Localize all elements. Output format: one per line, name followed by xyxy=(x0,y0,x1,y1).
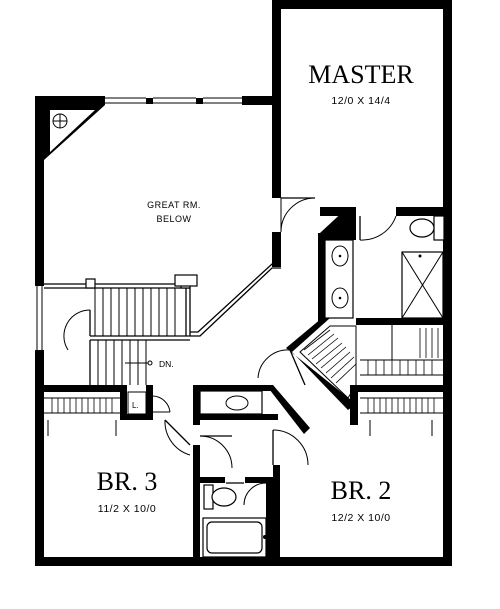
stair-down-label: DN. xyxy=(159,359,174,369)
great-room-windows xyxy=(36,97,242,350)
interior-walls xyxy=(35,103,452,565)
master-bath-fixtures xyxy=(324,215,445,319)
linen-closet xyxy=(127,391,147,415)
great-room-label-line2: BELOW xyxy=(156,214,191,224)
doors xyxy=(152,197,397,506)
exterior-walls xyxy=(35,0,452,566)
master-room-name: MASTER xyxy=(308,60,414,89)
br3-window xyxy=(36,440,43,500)
linen-label: L. xyxy=(132,401,139,410)
corner-flue-icon xyxy=(44,105,105,160)
br2-room-name: BR. 2 xyxy=(331,476,392,505)
closet-br3 xyxy=(44,397,120,436)
closet-br2 xyxy=(360,397,443,436)
staircase xyxy=(44,263,281,385)
great-room-label-line1: GREAT RM. xyxy=(147,200,201,210)
br2-room-dims: 12/2 X 10/0 xyxy=(331,512,390,524)
closet-master-walkin xyxy=(299,325,443,399)
master-room-dims: 12/0 X 14/4 xyxy=(331,95,390,107)
br3-room-name: BR. 3 xyxy=(97,467,158,496)
hall-bath-fixtures xyxy=(199,390,267,558)
br3-room-dims: 11/2 X 10/0 xyxy=(98,503,156,515)
